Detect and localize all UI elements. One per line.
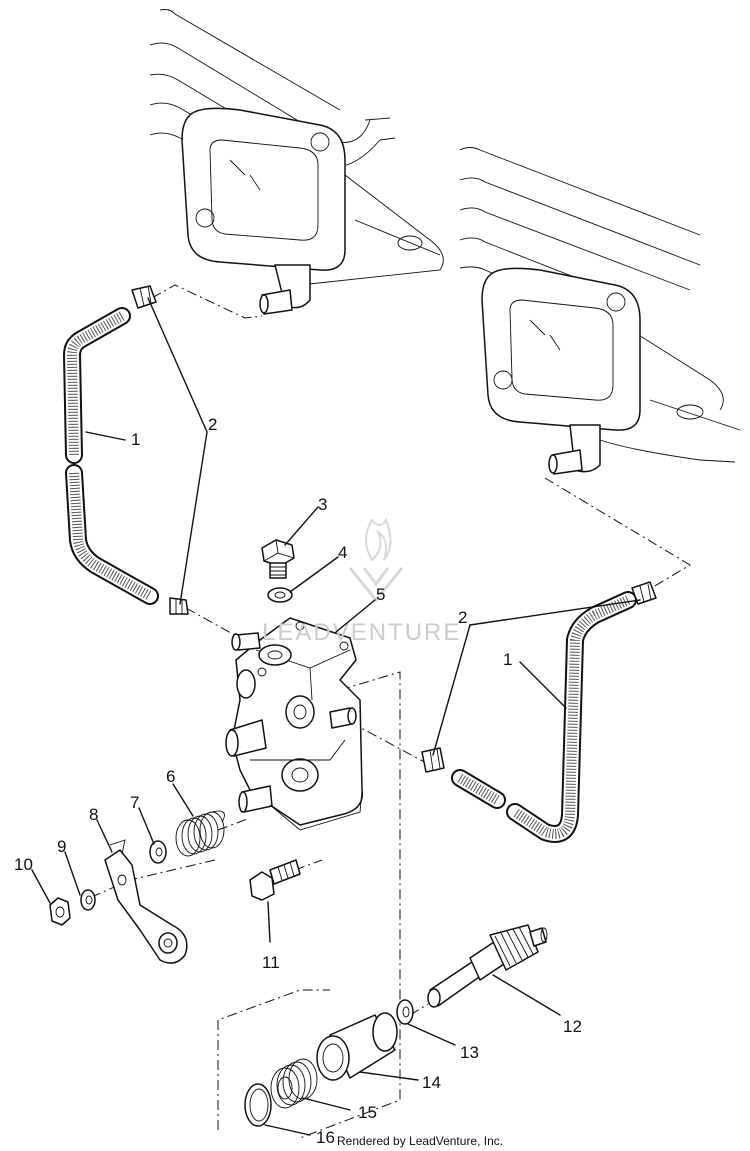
callout-7: 7 (130, 793, 139, 812)
nut-part-10 (49, 897, 71, 926)
leadventure-watermark: LEADVENTURE (262, 517, 461, 646)
spring-part-15 (270, 1058, 318, 1109)
drive-gear-part-12 (427, 924, 548, 1008)
o-ring-part-16 (244, 1083, 272, 1127)
left-lower-clamp (169, 597, 189, 615)
callout-1-left: 1 (131, 430, 140, 449)
callout-16: 16 (316, 1128, 335, 1147)
left-engine-cylinder (149, 9, 444, 315)
callout-10: 10 (14, 855, 33, 874)
bushing-part-14 (316, 1012, 398, 1081)
render-credit: Rendered by LeadVenture, Inc. (337, 1134, 503, 1148)
left-oil-hose (63, 307, 159, 605)
oil-pump-part-5 (225, 617, 364, 831)
callout-2-right: 2 (458, 608, 467, 627)
callout-leaders (31, 297, 641, 1136)
washer-part-7 (149, 840, 167, 864)
right-oil-hose (451, 591, 637, 843)
washer-part-13 (396, 999, 414, 1025)
callout-12: 12 (563, 1017, 582, 1036)
callout-11: 11 (262, 953, 280, 972)
lever-part-8 (104, 839, 188, 964)
callout-4: 4 (338, 543, 347, 562)
callout-9: 9 (57, 837, 66, 856)
spring-part-6 (175, 810, 225, 857)
callout-5: 5 (376, 585, 385, 604)
callout-14: 14 (422, 1073, 441, 1092)
bolt-part-3 (261, 539, 295, 579)
washer-part-9 (80, 889, 96, 911)
watermark-text: LEADVENTURE (262, 619, 461, 646)
callout-13: 13 (460, 1043, 479, 1062)
callout-3: 3 (318, 495, 327, 514)
bolt-part-11 (249, 859, 301, 901)
callout-1-right: 1 (503, 650, 512, 669)
left-upper-clamp (131, 285, 157, 309)
right-upper-clamp (631, 581, 657, 605)
callout-8: 8 (89, 805, 98, 824)
callout-6: 6 (166, 767, 175, 786)
right-lower-clamp (421, 747, 445, 773)
washer-part-4 (267, 587, 293, 603)
right-engine-cylinder (459, 147, 741, 475)
callout-2-left: 2 (208, 415, 217, 434)
callout-15: 15 (358, 1103, 377, 1122)
callout-numbers: 1 2 3 4 5 2 1 6 7 8 9 10 11 12 13 14 15 … (14, 415, 582, 1147)
